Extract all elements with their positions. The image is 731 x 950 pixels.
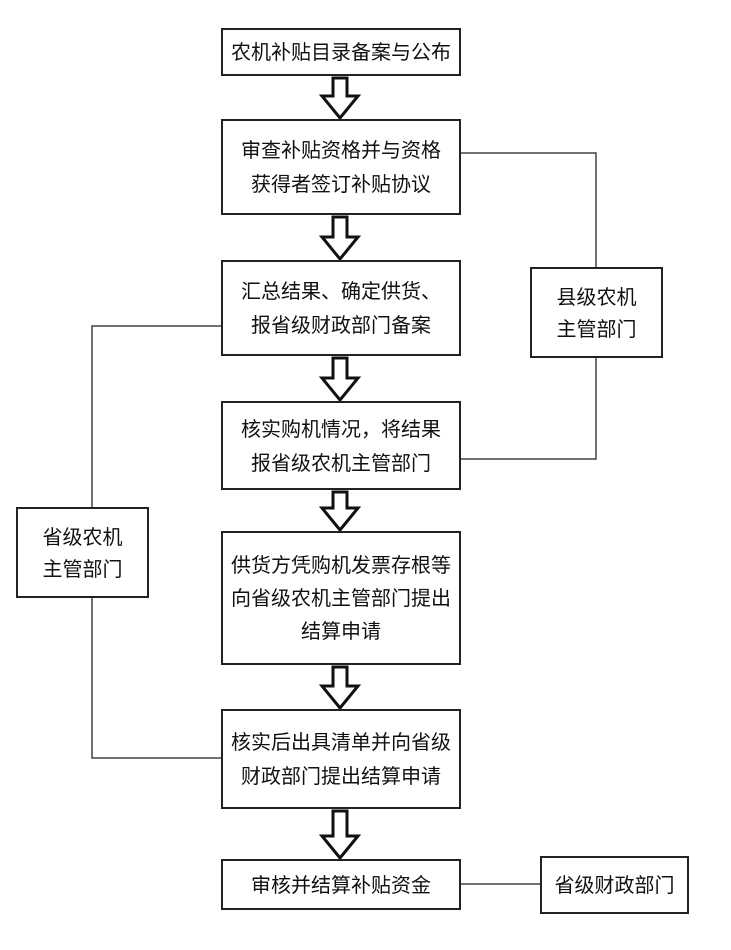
step-text-line: 报省级财政部门备案	[251, 313, 431, 337]
step-text-line: 核实购机情况，将结果	[241, 416, 441, 441]
step-text-line: 向省级农机主管部门提出	[231, 585, 451, 610]
step-qualification-review: 审查补贴资格并与资格 获得者签订补贴协议	[221, 119, 461, 215]
down-arrow-icon	[318, 356, 362, 403]
step-supplier-settlement-application: 供货方凭购机发票存根等 向省级农机主管部门提出 结算申请	[221, 531, 461, 665]
down-arrow-icon	[318, 665, 362, 711]
step-text-line: 审核并结算补贴资金	[251, 872, 431, 897]
step-settle-subsidy: 审核并结算补贴资金	[221, 859, 461, 910]
step-verification-list: 核实后出具清单并向省级 财政部门提出结算申请	[221, 709, 461, 809]
side-text-line: 县级农机	[556, 284, 637, 309]
side-text-line: 省级农机	[42, 524, 123, 549]
step-text-line: 供货方凭购机发票存根等	[231, 552, 451, 577]
step-purchase-verification: 核实购机情况，将结果 报省级农机主管部门	[221, 401, 461, 490]
provincial-agri-machinery-dept: 省级农机 主管部门	[16, 507, 149, 598]
province-connector-line	[91, 325, 221, 507]
side-text-line: 主管部门	[556, 316, 637, 341]
step-text-line: 汇总结果、确定供货、	[241, 279, 441, 303]
step-text-line: 财政部门提出结算申请	[241, 764, 441, 788]
county-connector-line	[461, 152, 597, 267]
step-text-line: 农机补贴目录备案与公布	[231, 40, 451, 64]
side-text-line: 主管部门	[42, 556, 123, 581]
province-connector-line	[91, 598, 221, 759]
down-arrow-icon	[318, 809, 362, 861]
step-summary-filing: 汇总结果、确定供货、 报省级财政部门备案	[221, 260, 461, 356]
side-text-line: 省级财政部门	[554, 873, 675, 897]
down-arrow-icon	[318, 215, 362, 262]
step-text-line: 报省级农机主管部门	[251, 450, 431, 475]
step-catalog-filing: 农机补贴目录备案与公布	[221, 28, 461, 76]
down-arrow-icon	[318, 490, 362, 533]
down-arrow-icon	[318, 76, 362, 121]
county-connector-line	[461, 358, 597, 460]
step-text-line: 获得者签订补贴协议	[251, 172, 431, 196]
step-text-line: 结算申请	[301, 618, 381, 643]
step-text-line: 审查补贴资格并与资格	[241, 138, 441, 162]
county-agri-machinery-dept: 县级农机 主管部门	[530, 267, 663, 358]
provincial-finance-dept: 省级财政部门	[540, 856, 689, 914]
step-text-line: 核实后出具清单并向省级	[231, 730, 451, 754]
